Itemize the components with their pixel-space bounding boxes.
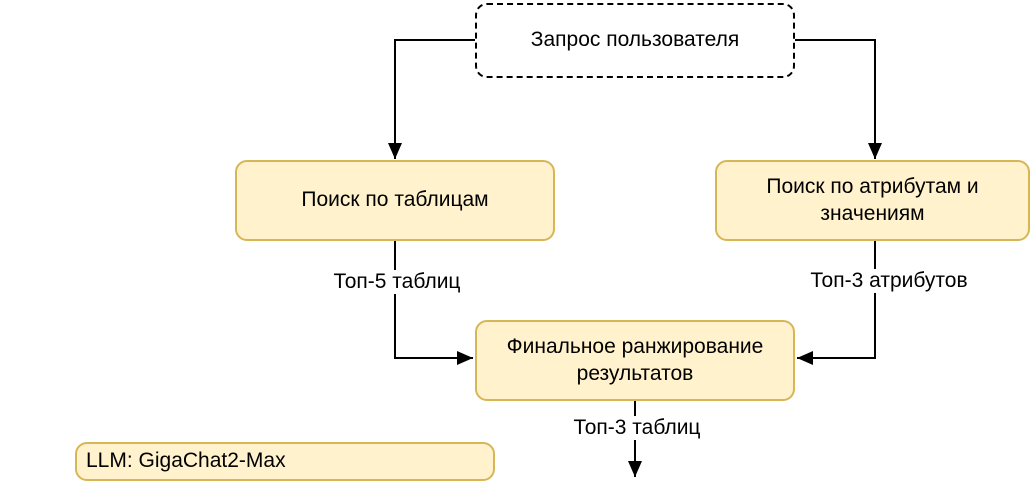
node-final-ranking: Финальное ранжирование результатов: [475, 320, 795, 401]
node-user-query: Запрос пользователя: [475, 3, 795, 78]
edge-user-query-to-table-search: [388, 39, 475, 159]
node-table-search: Поиск по таблицам: [235, 160, 555, 241]
node-user-query-label: Запрос пользователя: [530, 28, 740, 52]
edge-label-top3-tables: Топ-3 таблиц: [570, 416, 704, 440]
node-attribute-search-label: Поиск по атрибутам и значениям: [766, 175, 979, 225]
node-final-ranking-label: Финальное ранжирование результатов: [506, 335, 764, 385]
edge-user-query-to-attr-search: [795, 39, 882, 159]
node-llm-note-label: LLM: GigaChat2-Max: [86, 449, 286, 473]
edge-label-top3-attributes: Топ-3 атрибутов: [807, 269, 971, 293]
edge-table-search-to-final-ranking: [394, 241, 473, 365]
edge-label-top5-tables: Топ-5 таблиц: [330, 270, 464, 294]
node-table-search-label: Поиск по таблицам: [301, 188, 489, 212]
node-llm-note: LLM: GigaChat2-Max: [75, 442, 495, 481]
node-attribute-search: Поиск по атрибутам и значениям: [715, 160, 1030, 241]
edge-attr-search-to-final-ranking: [797, 241, 876, 365]
